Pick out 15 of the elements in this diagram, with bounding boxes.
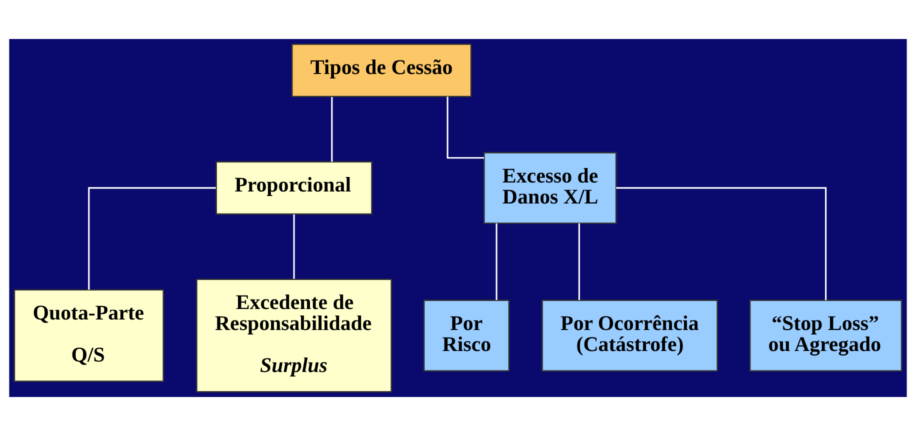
node-box: Quota-Parte Q/S	[14, 288, 164, 382]
node-box: Excedente de Responsabilidade Surplus	[196, 278, 392, 392]
node-box: Proporcional	[216, 160, 372, 214]
node-box: Excesso de Danos X/L	[483, 152, 617, 224]
connector	[616, 186, 827, 300]
node-box: Por Ocorrência (Catástrofe)	[542, 299, 718, 372]
node-box: “Stop Loss” ou Agregado	[749, 299, 902, 372]
node-box: Tipos de Cessão	[291, 43, 472, 97]
node-box: Por Risco	[423, 299, 510, 372]
connector	[293, 214, 295, 278]
connector	[578, 222, 580, 300]
connector	[331, 96, 333, 162]
connector	[88, 186, 216, 290]
connector	[446, 96, 484, 158]
connector	[496, 222, 498, 300]
